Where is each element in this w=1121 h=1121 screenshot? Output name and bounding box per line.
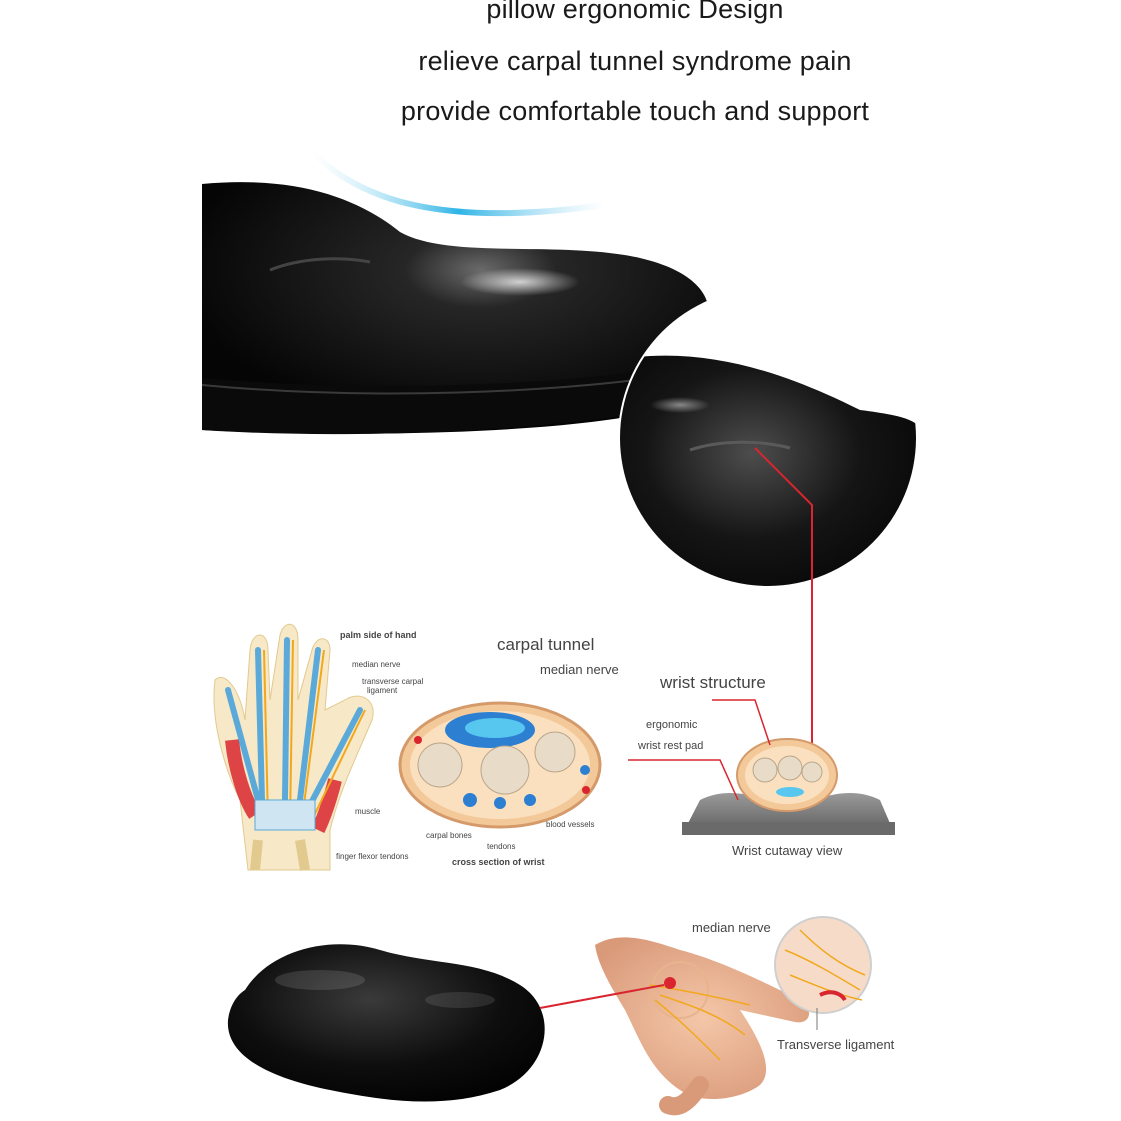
label-ligament: ligament	[367, 686, 398, 695]
label-carpal-bones: carpal bones	[426, 831, 472, 840]
hand-palm-illustration	[539, 916, 872, 1116]
label-tendons: tendons	[487, 842, 516, 851]
headline-line-1: pillow ergonomic Design	[486, 0, 784, 24]
label-blood-vessels: blood vessels	[546, 820, 595, 829]
zoom-detail-circle	[618, 288, 918, 588]
hand-anatomy-illustration	[213, 623, 374, 871]
label-wrist-structure: wrist structure	[660, 673, 766, 692]
label-palm-side: palm side of hand	[340, 630, 417, 640]
headline-line-2: relieve carpal tunnel syndrome pain	[418, 46, 852, 76]
label-median-nerve-hand: median nerve	[352, 660, 401, 669]
wrist-cross-section	[398, 701, 602, 829]
headline-line-3: provide comfortable touch and support	[400, 96, 870, 126]
connector-line	[754, 447, 813, 745]
label-ergonomic: ergonomic	[646, 719, 698, 731]
label-wrist-cutaway: Wrist cutaway view	[732, 843, 843, 858]
label-finger-flexor: finger flexor tendons	[336, 852, 409, 861]
wrist-structure-illustration	[628, 699, 895, 835]
label-carpal-tunnel: carpal tunnel	[497, 635, 595, 654]
label-transverse-carpal: transverse carpal	[362, 677, 424, 686]
label-transverse-ligament: Transverse ligament	[777, 1037, 895, 1052]
wrist-pad-product	[227, 944, 545, 1102]
label-wrist-rest-pad: wrist rest pad	[638, 740, 704, 752]
label-cross-section: cross section of wrist	[452, 857, 545, 867]
label-median-nerve-section: median nerve	[540, 662, 619, 677]
label-muscle: muscle	[355, 807, 381, 816]
label-median-nerve-bottom: median nerve	[692, 920, 771, 935]
